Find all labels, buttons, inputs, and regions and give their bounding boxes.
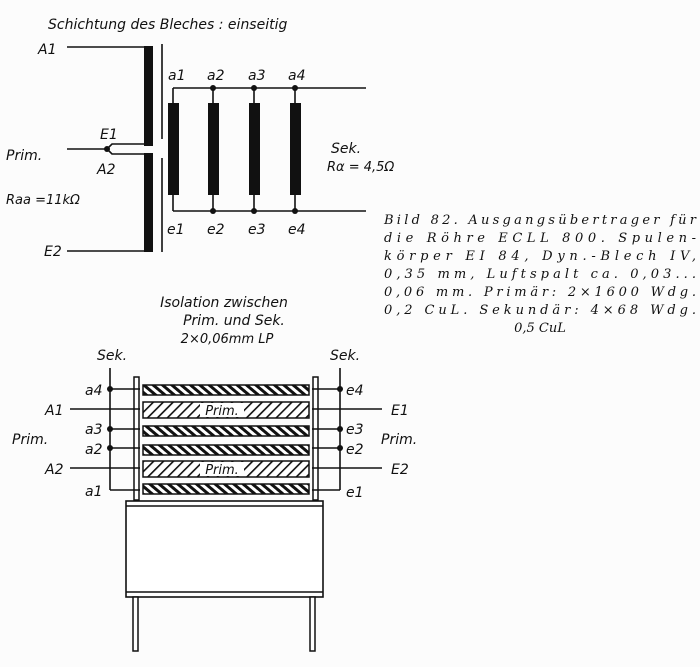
- secondary-coil-1: [168, 103, 179, 195]
- wire-E1: [106, 143, 148, 150]
- secondary-windings: [168, 85, 301, 214]
- schematic: Schichtung des Bleches : einseitig A1 E1…: [6, 17, 394, 260]
- lead-A1: A1: [44, 403, 63, 419]
- caption-line-6: 0,2 CuL. Sekundär: 4×68 Wdg.: [384, 303, 696, 318]
- insulation-title-1: Isolation zwischen: [160, 295, 288, 311]
- caption-line-5: 0,06 mm. Primär: 2×1600 Wdg.: [384, 285, 696, 300]
- lead-a3: a3: [85, 422, 103, 438]
- prim-label: Prim.: [6, 148, 42, 164]
- lead-e1: e1: [346, 485, 364, 501]
- caption-line-4: 0,35 mm, Luftspalt ca. 0,03...: [384, 267, 696, 282]
- layer-a2: [142, 444, 310, 456]
- layer-prim-label-2: Prim.: [205, 463, 239, 478]
- secondary-coil-2: [208, 103, 219, 195]
- lead-a2: a2: [85, 442, 103, 458]
- winding-section: Isolation zwischen Prim. und Sek. 2×0,06…: [12, 295, 417, 652]
- terminal-e4: e4: [288, 222, 306, 238]
- lead-a1: a1: [85, 484, 103, 500]
- lead-a4: a4: [85, 383, 103, 399]
- secondary-coil-3: [249, 103, 260, 195]
- layer-a4: [142, 384, 310, 396]
- primary-winding-upper: [144, 46, 153, 146]
- lead-A2: A2: [44, 462, 64, 478]
- insulation-title-3: 2×0,06mm LP: [181, 332, 274, 347]
- bobbin-flange-left: [133, 376, 140, 501]
- caption-line-3: körper EI 84, Dyn.-Blech IV,: [384, 249, 696, 264]
- terminal-a2: a2: [207, 68, 225, 84]
- caption-line-1: Bild 82. Ausgangsübertrager für: [383, 213, 697, 228]
- secondary-impedance: Rα = 4,5Ω: [327, 160, 394, 175]
- lead-E2: E2: [391, 462, 409, 478]
- layer-a3: [142, 425, 310, 437]
- pin-left: [132, 596, 139, 652]
- terminal-e2: e2: [207, 222, 225, 238]
- layer-prim-label-1: Prim.: [205, 404, 239, 419]
- layer-a1: [142, 483, 310, 495]
- schematic-title: Schichtung des Bleches : einseitig: [48, 17, 287, 33]
- terminal-a1: a1: [168, 68, 186, 84]
- secondary-coil-4: [290, 103, 301, 195]
- insulation-title-2: Prim. und Sek.: [183, 313, 285, 329]
- left-sek-label: Sek.: [97, 348, 127, 364]
- lead-E1: E1: [391, 403, 409, 419]
- bobbin-flange-right: [312, 376, 319, 501]
- left-prim-label: Prim.: [12, 432, 48, 448]
- right-sek-label: Sek.: [330, 348, 360, 364]
- lead-e4: e4: [346, 383, 364, 399]
- terminal-a4: a4: [288, 68, 306, 84]
- caption-line-2: die Röhre ECLL 800. Spulen-: [384, 231, 696, 246]
- figure-caption: Bild 82. Ausgangsübertrager für die Röhr…: [383, 213, 697, 336]
- terminal-E1: E1: [100, 127, 118, 143]
- lead-e2: e2: [346, 442, 364, 458]
- lead-e3: e3: [346, 422, 364, 438]
- wire-A2: [106, 148, 148, 155]
- terminal-A1: A1: [37, 42, 56, 58]
- terminal-A2: A2: [96, 162, 116, 178]
- caption-line-7: 0,5 CuL: [514, 321, 566, 336]
- terminal-a3: a3: [248, 68, 266, 84]
- terminal-e3: e3: [248, 222, 266, 238]
- right-prim-label: Prim.: [381, 432, 417, 448]
- bobbin-base: [125, 500, 324, 598]
- terminal-E2: E2: [44, 244, 62, 260]
- primary-winding-lower: [144, 153, 153, 252]
- primary-impedance: Raa =11kΩ: [6, 193, 80, 208]
- sek-label: Sek.: [331, 141, 361, 157]
- terminal-e1: e1: [167, 222, 185, 238]
- pin-right: [309, 596, 316, 652]
